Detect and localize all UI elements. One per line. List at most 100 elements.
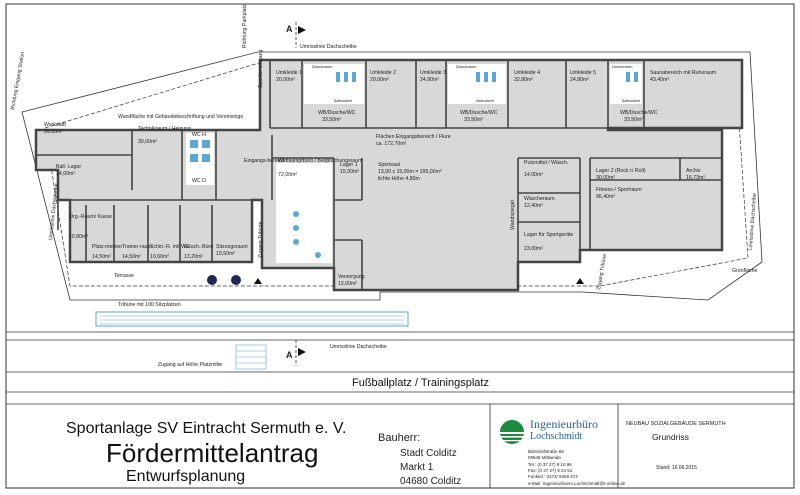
- room-schiri-name: Schiri.-R. mit WC: [150, 244, 190, 250]
- client-label: Bauherr:: [378, 432, 421, 444]
- room-wb3-name: WB/Dusche/WC: [620, 110, 658, 116]
- room-sitzung-area: 19,50m²: [216, 251, 235, 257]
- room-umkleide2-name: Umkleide 2: [370, 70, 396, 76]
- room-umkleide3-name: Umkleide 3: [420, 70, 446, 76]
- room-umkleide4-area: 32,80m²: [514, 77, 533, 83]
- room-sitzung-name: Sitzungsraum: [216, 244, 248, 250]
- room-lager2-name: Lager 2 (Rock´n´Roll): [596, 168, 646, 174]
- room-platz-area: 14,50m²: [92, 254, 111, 260]
- room-wettkampf-name: Wettkampfbüro / Besprechungsraum: [278, 158, 362, 164]
- office-name1: Ingenieurbüro: [530, 417, 598, 431]
- room-umkleide4-name: Umkleide 4: [514, 70, 540, 76]
- office-tel: Tel.: (0 37 27) 9 10 96: [528, 462, 572, 467]
- office-address1: Bahnhofstraße 69: [528, 449, 564, 454]
- abtrocken-2: Abtrocken: [476, 98, 494, 103]
- room-wb1-area: 33,50m²: [322, 117, 341, 123]
- section-arrow-top: [298, 26, 306, 34]
- room-versorgung-area: 12,00m²: [338, 281, 357, 287]
- room-wb2-area: 33,50m²: [464, 117, 483, 123]
- room-technik-area: 30,00m²: [138, 139, 157, 145]
- section-arrow-bottom: [298, 348, 306, 356]
- direction-station: Richtung Eingang Station: [10, 52, 26, 111]
- room-waesche-name: Wäscheraum: [524, 196, 555, 202]
- zugang-tribuene: Zugang Tribüne: [258, 222, 264, 258]
- room-org-area: 10,80m²: [69, 234, 88, 240]
- room-gesch-name: Gesch.-Büro: [184, 244, 213, 250]
- access-label: Zugang auf Höhe Platzmitte: [158, 362, 222, 368]
- duschraum-1: Duschraum: [312, 64, 333, 69]
- direction-parking: Richtung Parkplatz: [242, 4, 248, 48]
- room-fitness-name: Fitness-/ Sportraum: [596, 187, 642, 193]
- room-technik-name: Technikraum / Heizung: [138, 126, 191, 132]
- drawing-title: Grundriss: [652, 432, 689, 442]
- room-lagersport-name: Lager für Sportgeräte: [524, 232, 573, 238]
- room-lager2-area: 30,00m²: [596, 175, 615, 181]
- roofline-left: Umrisslinie Dachscheibe: [48, 183, 60, 240]
- room-platz-name: Platz-meister: [92, 244, 123, 250]
- room-eingang: Eingangs-bereich: [244, 158, 284, 164]
- room-lager1-area: 15,00m²: [340, 169, 359, 175]
- client-line2: Markt 1: [400, 462, 434, 473]
- room-lagersport-area: 23,00m²: [524, 246, 543, 252]
- room-sportsaal-dim: 13,00 x 15,00m = 195,00m²: [378, 169, 442, 175]
- duschraum-2: Duschraum: [456, 64, 477, 69]
- room-lager1-name: Lager 1: [340, 162, 358, 168]
- terrace-tables: [207, 275, 241, 285]
- sheet-frame: [5, 3, 795, 489]
- roof-outline: [44, 59, 749, 287]
- terrace-label: Terrasse: [114, 273, 134, 279]
- room-gesch-area: 13,20m²: [184, 254, 203, 260]
- room-umkleide3-area: 24,80m²: [420, 77, 439, 83]
- room-archiv-area: 16,73m²: [686, 175, 705, 181]
- site-outline: [21, 51, 763, 301]
- room-waesche-area: 12,40m²: [524, 203, 543, 209]
- room-wch: WC H.: [192, 132, 207, 138]
- room-umkleide2-area: 20,00m²: [370, 77, 389, 83]
- room-sportsaal-name: Sportsaal: [378, 162, 400, 168]
- client-line1: Stadt Colditz: [400, 448, 457, 459]
- interior-walls: [36, 60, 722, 290]
- grandstand-seating: [95, 311, 409, 327]
- project-type: NEUBAU SOZIALGEBÄUDE SERMUTH: [626, 421, 726, 427]
- room-umkleide1-name: Umkleide 1: [276, 70, 302, 76]
- grandstand-label: Tribüne mit 100 Sitzplätzen: [118, 302, 181, 308]
- drawing-date: Stand: 16.06.2015: [656, 465, 697, 471]
- client-line3: 04680 Colditz: [400, 476, 462, 487]
- room-fitness-area: 96,40m²: [596, 194, 615, 200]
- path-lines: [6, 331, 794, 393]
- room-trainer-area: 14,50m²: [122, 254, 141, 260]
- green-area-label: Grünfläche: [732, 268, 757, 274]
- room-ballager-name: Ball- Lager: [56, 164, 81, 170]
- office-funk: Funktel.: 0173/ 9459 474: [528, 474, 578, 479]
- room-werkstatt-area: 39,30m²: [44, 129, 63, 135]
- office-address2: 09648 Mittweida: [528, 455, 561, 460]
- room-trainer-name: Trainer-raum: [122, 244, 152, 250]
- abtrocken-3: Abtrocken: [622, 98, 640, 103]
- room-putzmittel-name: Putzmittel / Wäsch.: [524, 160, 568, 166]
- room-fills: [186, 64, 642, 263]
- abtrocken-1: Abtrocken: [334, 98, 352, 103]
- room-schiri-area: 10,60m²: [150, 254, 169, 260]
- titleblock-frame: [6, 403, 794, 488]
- duschraum-3: Duschraum: [612, 64, 633, 69]
- office-email: e-Mail: Ingenieurbuero.Lochschmidt@t-onl…: [528, 481, 626, 486]
- room-sportsaal-height: lichte Höhe 4,80m: [378, 176, 420, 182]
- pitch-stair: [235, 344, 267, 370]
- roofline-right: Umrisslinie Dachscheibe: [748, 193, 758, 250]
- roofline-bottom: Umrisslinie Dachscheibe: [330, 344, 387, 350]
- room-flure-area: ca. 172,70m²: [376, 141, 407, 147]
- room-wb2-name: WB/Dusche/WC: [460, 110, 498, 116]
- room-wb3-area: 33,50m²: [624, 117, 643, 123]
- room-wettkampf-area: 72,00m²: [278, 172, 297, 178]
- room-umkleide5-name: Umkleide 5: [570, 70, 596, 76]
- office-name2: Lochschmidt: [530, 431, 583, 442]
- room-umkleide5-area: 24,80m²: [570, 77, 589, 83]
- room-flure-name: Flächen Eingangsbereich / Flure: [376, 134, 451, 140]
- section-marker-top: A: [286, 24, 293, 34]
- entrance-triangle-left: [254, 278, 262, 284]
- field-label: Fußballplatz / Trainingsplatz: [352, 377, 489, 389]
- room-archiv-name: Archiv: [686, 168, 701, 174]
- gallery-label: Wandfläche mit Gebäudebeschriftung und V…: [118, 114, 243, 120]
